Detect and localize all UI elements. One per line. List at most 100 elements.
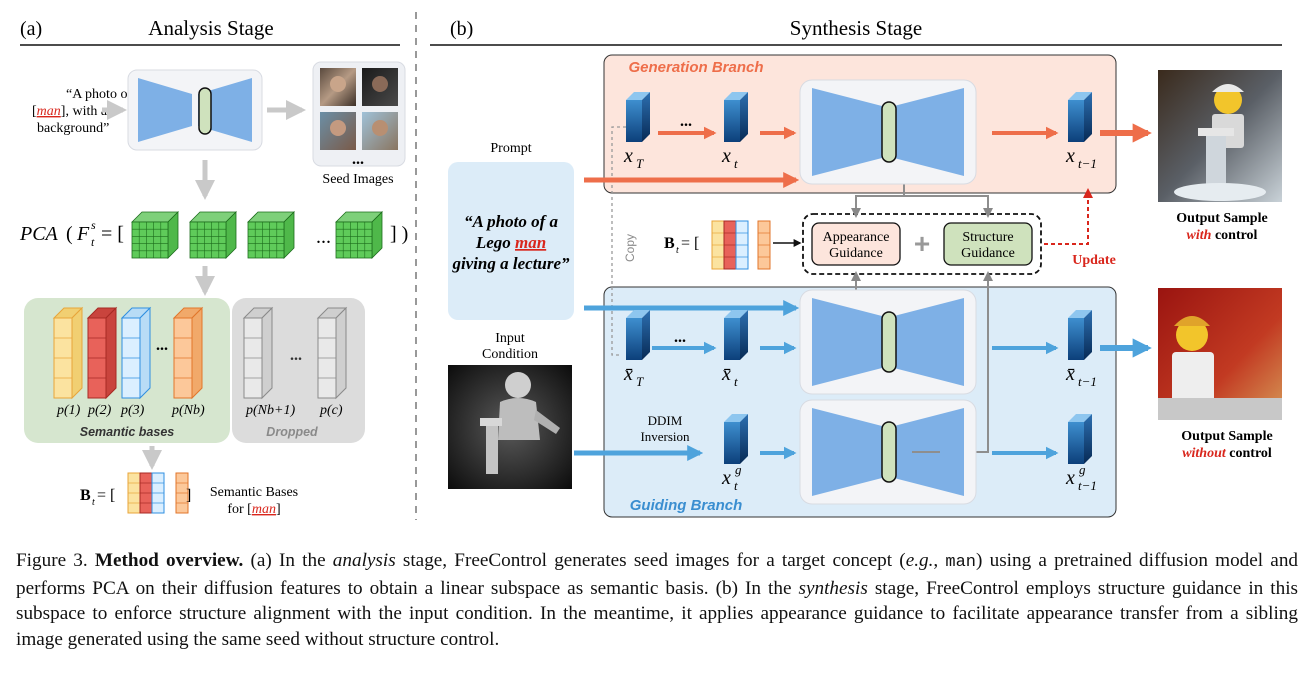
input-condition-line1: Input <box>495 331 525 346</box>
pca-eq: = [ <box>101 223 124 245</box>
basis-vector <box>86 306 118 400</box>
prompt-text-line3: giving a lecture” <box>451 254 570 273</box>
basis-label-nb: p(Nb) <box>171 403 205 418</box>
panel-b-title: Synthesis Stage <box>790 16 922 40</box>
basis-vector <box>52 306 84 400</box>
prompt-text-line1: “A photo of a <box>464 212 558 231</box>
prompt-a-line3: background” <box>37 121 109 136</box>
dropped-label-nb1: p(Nb+1) <box>245 403 295 418</box>
guide-dots: ... <box>674 329 686 346</box>
latent-gen-xt1-sub: t−1 <box>1078 156 1097 171</box>
bases-dots: ... <box>156 337 168 354</box>
structure-guidance-line2: Guidance <box>961 246 1015 261</box>
input-condition-line2: Condition <box>482 347 538 362</box>
update-arrow <box>1044 188 1093 245</box>
feature-cube <box>335 211 383 259</box>
appearance-guidance-line2: Guidance <box>829 246 883 261</box>
prompt-text: “A photo of a Lego man giving a lecture” <box>451 212 570 273</box>
latent-guide-xt1-label: x̄ <box>1065 363 1075 385</box>
guiding-branch-label: Guiding Branch <box>630 497 743 514</box>
latent-inv-xt-label: x <box>721 467 731 489</box>
plus-sign: + <box>914 228 930 259</box>
bt-b-label: B <box>664 235 675 252</box>
bt-a-eq: = [ <box>97 487 115 504</box>
pca-sub: t <box>91 235 95 249</box>
feature-cube <box>131 211 179 259</box>
dropped-label: Dropped <box>266 425 318 439</box>
latent-guide-xT: x̄T <box>623 310 650 389</box>
bt-a-label: B <box>80 487 91 504</box>
bt-column <box>757 220 771 270</box>
basis-vector <box>242 306 274 400</box>
bt-b-columns <box>711 220 771 270</box>
panel-a-tag: (a) <box>20 18 42 40</box>
bt-column <box>151 472 165 514</box>
latent-inv-xt1-sup: g <box>1079 462 1086 477</box>
prompt-a-line2: [man], with a <box>32 104 108 119</box>
gen-dots: ... <box>680 113 692 130</box>
bt-column <box>723 220 737 270</box>
basis-vector <box>316 306 348 400</box>
generation-branch-label: Generation Branch <box>628 59 763 76</box>
latent-gen-xT-label: x <box>623 145 633 167</box>
prompt-a-line1: “A photo of <box>66 87 132 102</box>
basis-vector <box>120 306 152 400</box>
seed-images-label: Seed Images <box>322 172 393 187</box>
bt-a-columns <box>127 472 189 514</box>
figure-caption: Figure 3. Method overview. (a) In the an… <box>16 550 1299 650</box>
latent-gen-xt-sub: t <box>734 156 738 171</box>
latent-inv-xt-sup: g <box>735 462 742 477</box>
prompt-box <box>448 162 574 320</box>
bt-column <box>735 220 749 270</box>
pca-feature: F <box>76 223 90 245</box>
unet-inversion <box>799 399 977 505</box>
basis-label-1: p(1) <box>56 403 81 418</box>
latent-guide-xt-sub: t <box>734 374 738 389</box>
copy-label: Copy <box>623 234 637 262</box>
output-image-without-control <box>1158 288 1282 420</box>
caption-bold: Method overview. <box>94 550 244 571</box>
bt-column <box>139 472 153 514</box>
latent-gen-xt-label: x <box>721 145 731 167</box>
dropped-dots: ... <box>290 347 302 364</box>
method-figure: (a) Analysis Stage (b) Synthesis Stage “… <box>19 12 1282 520</box>
bt-b-sub: t <box>676 245 679 256</box>
latent-gen-xT-sub: T <box>636 156 644 171</box>
basis-vector <box>172 306 204 400</box>
sem-bases-for-line1: Semantic Bases <box>210 485 298 500</box>
output-without-line2: without control <box>1182 446 1272 461</box>
output-with-line1: Output Sample <box>1176 211 1267 226</box>
prompt-text-line2: Lego man <box>475 233 546 252</box>
latent-inv-xt-sub: t <box>734 478 738 493</box>
latent-guide-xT-sub: T <box>636 374 644 389</box>
basis-label-3: p(3) <box>120 403 145 418</box>
update-label: Update <box>1072 253 1116 268</box>
latent-guide-xt1-sub: t−1 <box>1078 374 1097 389</box>
basis-vectors <box>52 306 348 400</box>
input-condition-image <box>448 365 572 489</box>
pca-open: ( <box>66 223 73 245</box>
appearance-guidance-line1: Appearance <box>823 230 890 245</box>
appearance-guidance-box <box>811 222 901 266</box>
bt-column <box>175 472 189 514</box>
latent-guide-xt-label: x̄ <box>721 363 731 385</box>
latent-guide-xT-label: x̄ <box>623 363 633 385</box>
bt-a-sub: t <box>92 497 95 508</box>
seed-dots: ... <box>352 151 364 168</box>
prompt-label: Prompt <box>490 141 531 156</box>
panel-a-title: Analysis Stage <box>148 16 273 40</box>
ddim-line1: DDIM <box>648 413 683 428</box>
latent-inv-xt1-sub: t−1 <box>1078 478 1097 493</box>
seed-images <box>312 61 406 167</box>
unet-guiding <box>799 289 977 395</box>
unet-analysis <box>127 69 263 151</box>
output-with-line2: with control <box>1187 228 1258 243</box>
ddim-line2: Inversion <box>640 429 690 444</box>
bt-column <box>127 472 141 514</box>
caption-label: Figure 3. <box>16 550 88 571</box>
pca-sup: s <box>91 218 96 232</box>
